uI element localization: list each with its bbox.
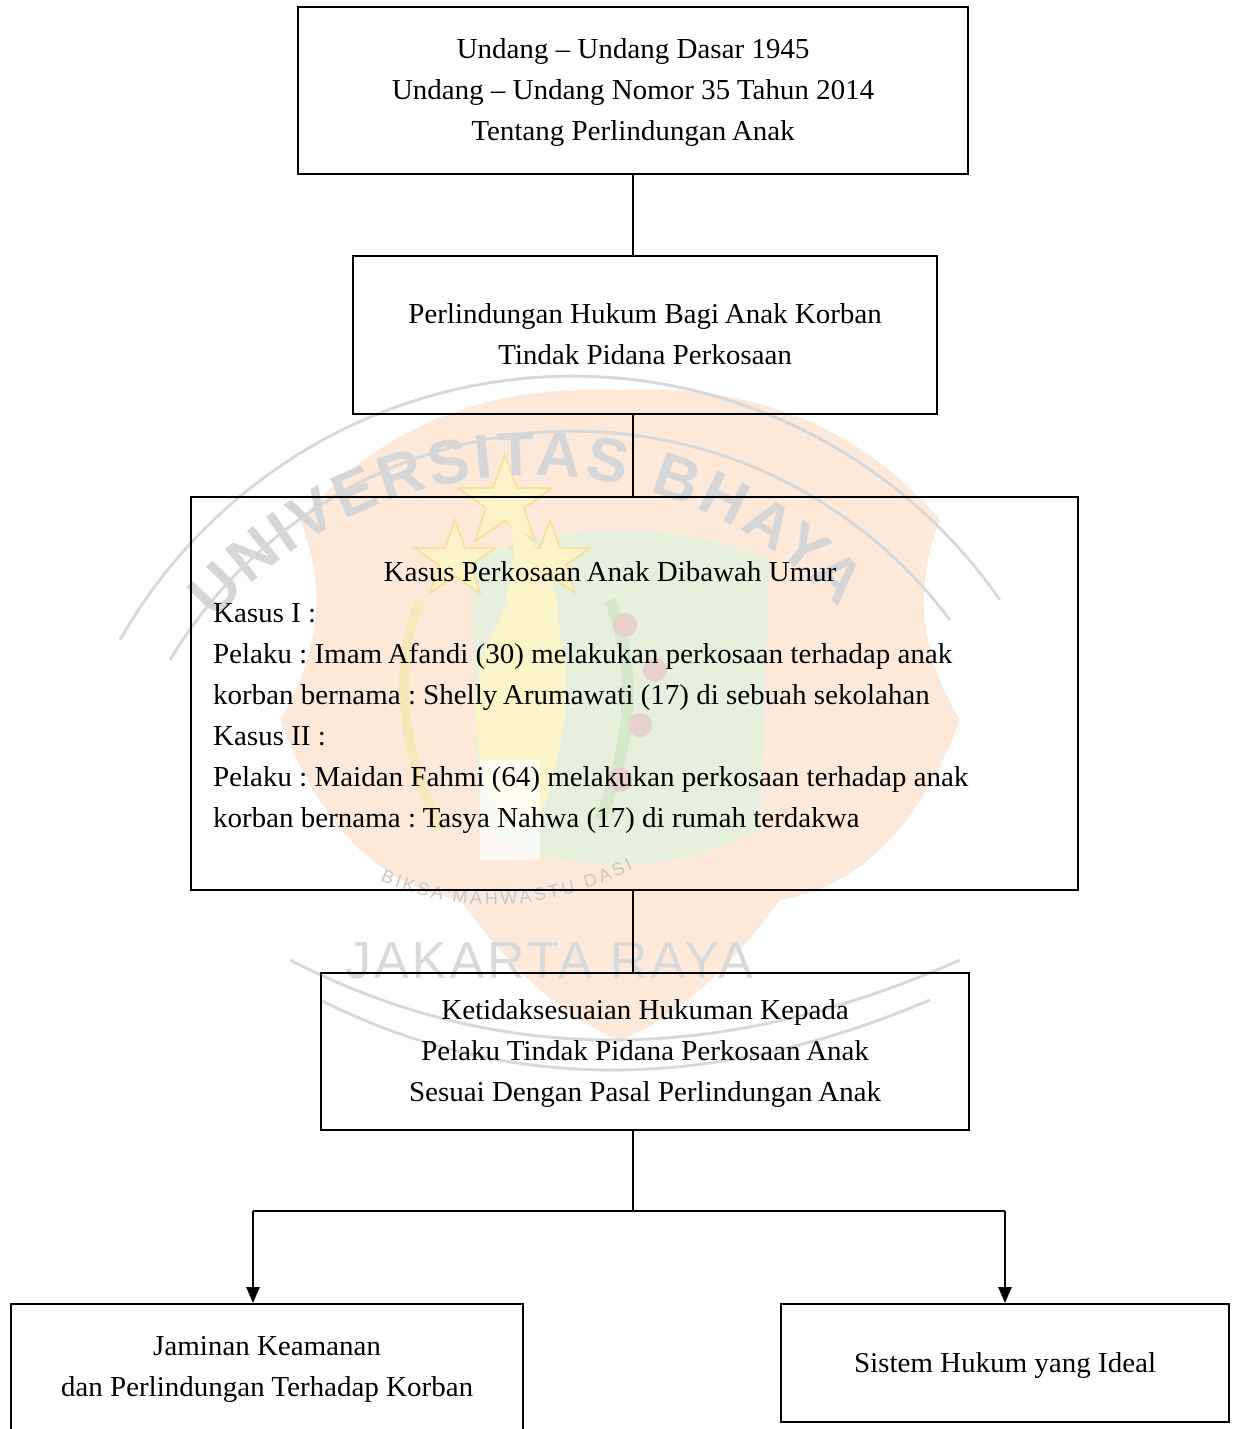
- cases-title: Kasus Perkosaan Anak Dibawah Umur: [383, 556, 837, 588]
- case-1-label: Kasus I :: [213, 597, 317, 629]
- box-legal-protection-line-1: Perlindungan Hukum Bagi Anak Korban: [408, 298, 882, 330]
- box-ideal-legal-system-line-1: Sistem Hukum yang Ideal: [853, 1346, 1157, 1379]
- box-legal-basis-line-3: Tentang Perlindungan Anak: [471, 115, 795, 147]
- case-1-text-line-1: Pelaku : Imam Afandi (30) melakukan perk…: [213, 638, 953, 670]
- box-legal-protection: Perlindungan Hukum Bagi Anak Korban Tind…: [352, 255, 938, 415]
- arrow-right-icon: [998, 1287, 1012, 1303]
- case-1-text-line-2: korban bernama : Shelly Arumawati (17) d…: [213, 679, 930, 711]
- box-victim-security-line-2: dan Perlindungan Terhadap Korban: [60, 1371, 474, 1403]
- box-legal-basis-line-1: Undang – Undang Dasar 1945: [456, 33, 810, 65]
- box-victim-security-line-1: Jaminan Keamanan: [153, 1330, 381, 1362]
- box-sentencing-mismatch-line-3: Sesuai Dengan Pasal Perlindungan Anak: [409, 1076, 881, 1108]
- box-ideal-legal-system: Sistem Hukum yang Ideal: [780, 1303, 1230, 1423]
- box-legal-basis-line-2: Undang – Undang Nomor 35 Tahun 2014: [391, 74, 875, 106]
- arrow-left-icon: [246, 1287, 260, 1303]
- box-legal-basis: Undang – Undang Dasar 1945 Undang – Unda…: [297, 6, 969, 175]
- box-victim-security: Jaminan Keamanan dan Perlindungan Terhad…: [10, 1303, 524, 1429]
- box-cases: Kasus Perkosaan Anak Dibawah Umur Kasus …: [190, 496, 1079, 891]
- box-sentencing-mismatch-line-1: Ketidaksesuaian Hukuman Kepada: [441, 994, 849, 1026]
- case-2-text-line-2: korban bernama : Tasya Nahwa (17) di rum…: [213, 802, 860, 834]
- case-2-label: Kasus II :: [213, 720, 326, 752]
- case-2-text-line-1: Pelaku : Maidan Fahmi (64) melakukan per…: [213, 761, 969, 793]
- box-sentencing-mismatch-line-2: Pelaku Tindak Pidana Perkosaan Anak: [421, 1035, 869, 1067]
- box-legal-protection-line-2: Tindak Pidana Perkosaan: [498, 339, 792, 371]
- box-sentencing-mismatch: Ketidaksesuaian Hukuman Kepada Pelaku Ti…: [320, 972, 970, 1131]
